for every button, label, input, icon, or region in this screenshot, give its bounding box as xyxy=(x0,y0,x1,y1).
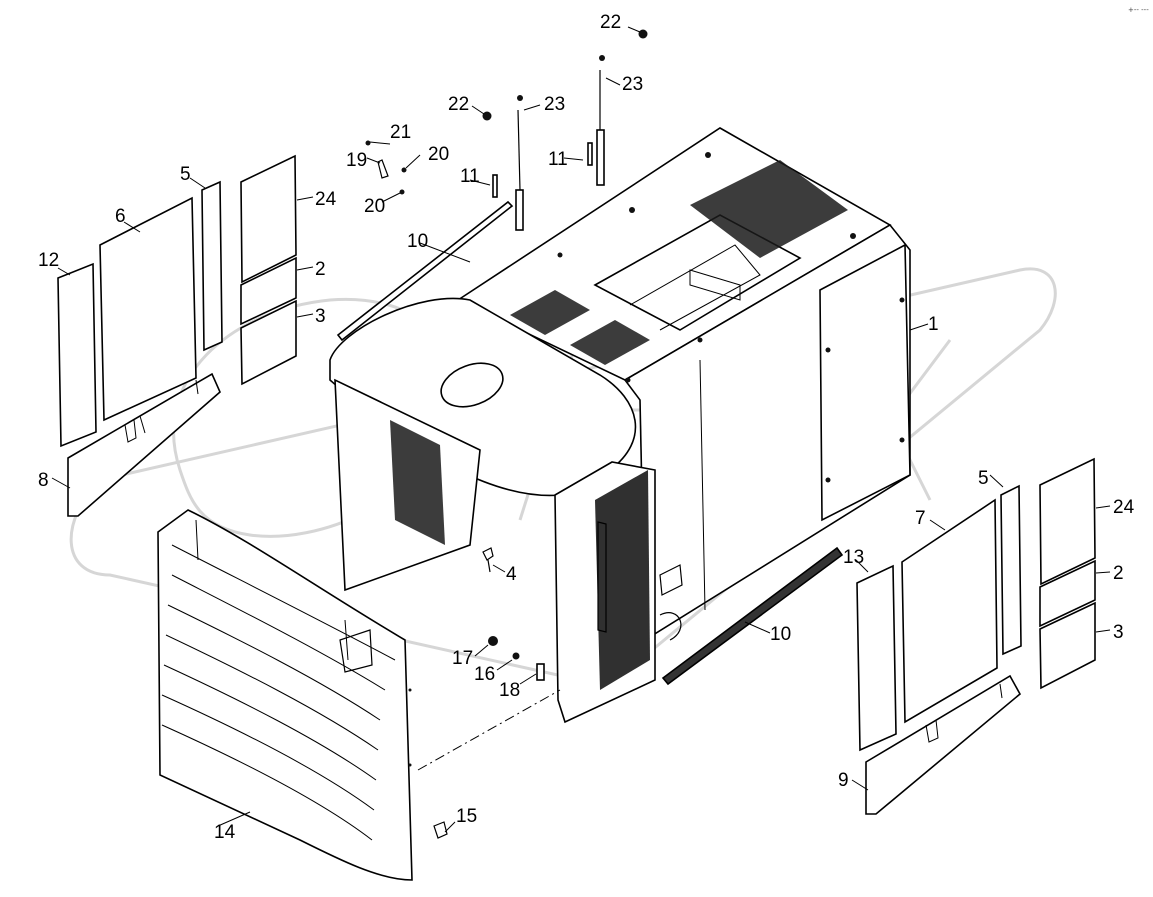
label-24-left: 24 xyxy=(315,189,337,210)
corner-mark: +-- --- xyxy=(1128,6,1149,14)
label-15: 15 xyxy=(456,806,477,827)
insulation-panel-2-right xyxy=(1039,559,1096,628)
nut-17 xyxy=(488,636,498,646)
seal-strip-10-bottom xyxy=(661,546,844,686)
front-grille-14 xyxy=(157,509,413,881)
label-8: 8 xyxy=(38,470,49,491)
insulation-panel-3-left xyxy=(240,299,297,386)
nut-22-left xyxy=(482,111,492,121)
label-12: 12 xyxy=(38,250,59,271)
label-13: 13 xyxy=(843,547,864,568)
insulation-panel-8 xyxy=(67,372,221,517)
label-11-left: 11 xyxy=(460,166,480,187)
label-7: 7 xyxy=(915,508,926,529)
pin-11-left xyxy=(492,174,498,198)
insulation-panel-5-right xyxy=(1000,484,1022,656)
insulation-panel-2-left xyxy=(240,256,297,326)
latch-assembly-19 xyxy=(365,140,407,195)
label-14: 14 xyxy=(214,822,236,843)
label-10-top: 10 xyxy=(407,231,428,252)
seal-strip-10-top xyxy=(336,200,514,342)
insulation-panel-9 xyxy=(865,674,1022,815)
gas-strut-23-right xyxy=(596,55,605,186)
hood-body-1 xyxy=(456,127,911,642)
label-18: 18 xyxy=(499,680,520,701)
label-20-bottom: 20 xyxy=(364,196,385,217)
gas-strut-23-left xyxy=(515,95,524,231)
label-19: 19 xyxy=(346,150,367,171)
insulation-panel-24-right xyxy=(1039,457,1096,586)
assembly-line xyxy=(417,689,561,771)
hood-front-section xyxy=(329,297,683,724)
leader-lines xyxy=(51,26,1111,833)
label-2-left: 2 xyxy=(315,259,326,280)
label-2-right: 2 xyxy=(1113,563,1124,584)
label-5-right: 5 xyxy=(978,468,989,489)
label-3-right: 3 xyxy=(1113,622,1124,643)
insulation-panel-24-left xyxy=(240,154,297,284)
label-17: 17 xyxy=(452,648,473,669)
washer-16 xyxy=(512,652,520,660)
insulation-panel-3-right xyxy=(1039,601,1096,690)
nut-22-top xyxy=(638,29,648,39)
label-6: 6 xyxy=(115,206,126,227)
bolt-15 xyxy=(433,821,448,839)
label-4: 4 xyxy=(506,564,517,585)
label-22-top: 22 xyxy=(600,12,621,33)
pin-11-right xyxy=(587,142,593,166)
label-20-top: 20 xyxy=(428,144,449,165)
label-22-left: 22 xyxy=(448,94,469,115)
label-23-left: 23 xyxy=(544,94,565,115)
label-3-left: 3 xyxy=(315,306,326,327)
insulation-panel-12 xyxy=(57,262,97,448)
label-21: 21 xyxy=(390,122,411,143)
bolt-4 xyxy=(482,547,494,573)
callout-labels: 12 6 5 24 2 3 8 1 10 10 11 11 4 14 15 17… xyxy=(38,12,1135,843)
label-9: 9 xyxy=(838,770,849,791)
label-11-right: 11 xyxy=(548,149,568,170)
bracket-18 xyxy=(536,663,545,681)
label-24-right: 24 xyxy=(1113,497,1135,518)
insulation-panel-6 xyxy=(99,196,197,422)
insulation-panel-13 xyxy=(856,564,897,752)
label-5-left: 5 xyxy=(180,164,191,185)
label-16: 16 xyxy=(474,664,495,685)
label-23-right: 23 xyxy=(622,74,643,95)
label-1: 1 xyxy=(928,314,939,335)
label-10-bottom: 10 xyxy=(770,624,791,645)
insulation-panel-7 xyxy=(901,498,998,724)
insulation-panel-5-left xyxy=(201,180,223,352)
